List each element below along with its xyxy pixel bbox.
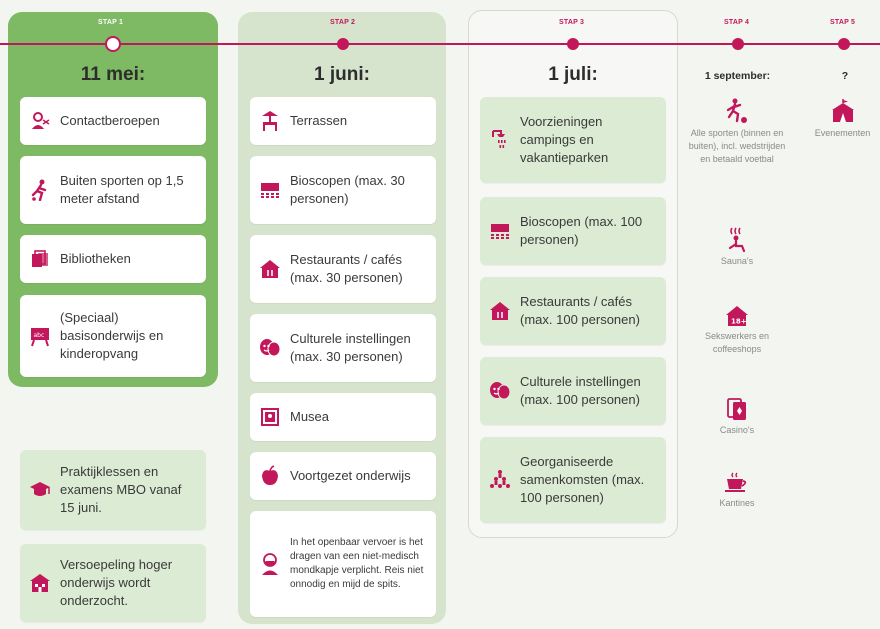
step2-label: STAP 2	[330, 19, 356, 26]
timeline-line	[0, 43, 880, 45]
gathering-icon	[488, 468, 512, 492]
step4-label: STAP 4	[724, 19, 750, 26]
step1-label: STAP 1	[98, 19, 124, 26]
card-campings: Voorzieningen campings en vakantieparken	[480, 97, 666, 183]
card-text: Contactberoepen	[60, 113, 160, 128]
school-building-icon	[28, 571, 52, 595]
cinema-icon	[258, 178, 282, 202]
item-kantines: Kantines	[683, 472, 791, 510]
card-text: Buiten sporten op 1,5 meter afstand	[60, 173, 184, 206]
card-contactberoepen: Contactberoepen	[20, 97, 206, 145]
card-text: Versoepeling hoger onderwijs wordt onder…	[60, 557, 173, 608]
item-sekswerkers: 18+ Sekswerkers en coffeeshops	[683, 305, 791, 356]
card-bioscopen-100: Bioscopen (max. 100 personen)	[480, 197, 666, 265]
graduation-cap-icon	[28, 478, 52, 502]
item-evenementen: Evenementen	[805, 98, 880, 140]
card-text: Restaurants / cafés (max. 100 personen)	[520, 294, 640, 327]
card-mbo: Praktijklessen en examens MBO vanaf 15 j…	[20, 450, 206, 530]
circus-tent-icon	[805, 98, 880, 124]
sauna-icon	[683, 226, 791, 252]
card-text: Musea	[290, 409, 330, 424]
18-plus-house-icon: 18+	[683, 305, 791, 327]
apple-icon	[258, 464, 282, 488]
card-text: In het openbaar vervoer is het dragen va…	[290, 537, 424, 590]
card-bibliotheken: Bibliotheken	[20, 235, 206, 283]
card-basisonderwijs: abc (Speciaal) basisonderwijs en kindero…	[20, 295, 206, 377]
card-culturele-100: Culturele instellingen (max. 100 persone…	[480, 357, 666, 425]
card-restaurants-100: Restaurants / cafés (max. 100 personen)	[480, 277, 666, 345]
step4-dot	[732, 38, 744, 50]
card-text: Bioscopen (max. 100 personen)	[520, 214, 643, 247]
step2-dot	[337, 38, 349, 50]
card-samenkomsten: Georganiseerde samenkomsten (max. 100 pe…	[480, 437, 666, 523]
cinema-icon	[488, 219, 512, 243]
item-text: Alle sporten (binnen en buiten), incl. w…	[688, 128, 786, 164]
card-text: Voorzieningen campings en vakantieparken	[520, 114, 609, 165]
theater-masks-icon	[258, 336, 282, 360]
card-text: Culturele instellingen (max. 30 personen…	[290, 331, 411, 364]
svg-text:18+: 18+	[731, 318, 747, 326]
soccer-player-icon	[683, 98, 791, 124]
item-alle-sporten: Alle sporten (binnen en buiten), incl. w…	[683, 98, 791, 166]
card-voortgezet: Voortgezet onderwijs	[250, 452, 436, 500]
books-icon	[28, 247, 52, 271]
theater-masks-icon	[488, 379, 512, 403]
item-casinos: Casino's	[683, 397, 791, 437]
card-buiten-sporten: Buiten sporten op 1,5 meter afstand	[20, 156, 206, 224]
card-text: Voortgezet onderwijs	[290, 468, 411, 483]
svg-text:abc: abc	[34, 332, 45, 339]
item-text: Kantines	[719, 498, 755, 508]
card-text: Bibliotheken	[60, 251, 131, 266]
card-musea: Musea	[250, 393, 436, 441]
step5-dot	[838, 38, 850, 50]
museum-icon	[258, 405, 282, 429]
step3-label: STAP 3	[559, 19, 585, 26]
item-text: Sekswerkers en coffeeshops	[704, 331, 770, 354]
step2-date: 1 juni:	[314, 64, 370, 85]
mask-person-icon	[258, 552, 282, 576]
shower-icon	[488, 128, 512, 152]
chalkboard-icon: abc	[28, 324, 52, 348]
item-saunas: Sauna's	[683, 226, 791, 268]
item-text: Sauna's	[720, 256, 754, 266]
step5-label: STAP 5	[830, 19, 856, 26]
restaurant-icon	[258, 257, 282, 281]
card-text: Bioscopen (max. 30 personen)	[290, 173, 405, 206]
coffee-cup-icon	[683, 472, 791, 494]
step1-dot	[105, 36, 121, 52]
step4-date: 1 september:	[704, 70, 771, 82]
restaurant-icon	[488, 299, 512, 323]
hairdresser-icon	[28, 109, 52, 133]
card-text: Praktijklessen en examens MBO vanaf 15 j…	[60, 464, 182, 515]
card-terrassen: Terrassen	[250, 97, 436, 145]
card-restaurants-30: Restaurants / cafés (max. 30 personen)	[250, 235, 436, 303]
card-bioscopen-30: Bioscopen (max. 30 personen)	[250, 156, 436, 224]
card-text: Terrassen	[290, 113, 348, 128]
card-culturele-30: Culturele instellingen (max. 30 personen…	[250, 314, 436, 382]
card-text: Georganiseerde samenkomsten (max. 100 pe…	[520, 454, 645, 505]
step3-dot	[567, 38, 579, 50]
card-hoger-onderwijs: Versoepeling hoger onderwijs wordt onder…	[20, 544, 206, 622]
terrace-icon	[258, 109, 282, 133]
step3-date: 1 juli:	[548, 64, 598, 85]
step5-date: ?	[841, 70, 849, 82]
card-text: (Speciaal) basisonderwijs en kinderopvan…	[60, 310, 164, 361]
step1-date: 11 mei:	[80, 64, 146, 85]
card-text: Culturele instellingen (max. 100 persone…	[520, 374, 641, 407]
item-text: Evenementen	[814, 128, 871, 138]
card-text: Restaurants / cafés (max. 30 personen)	[290, 252, 403, 285]
running-icon	[28, 178, 52, 202]
card-openbaar-vervoer: In het openbaar vervoer is het dragen va…	[250, 511, 436, 617]
playing-cards-icon	[683, 397, 791, 421]
item-text: Casino's	[719, 425, 755, 435]
